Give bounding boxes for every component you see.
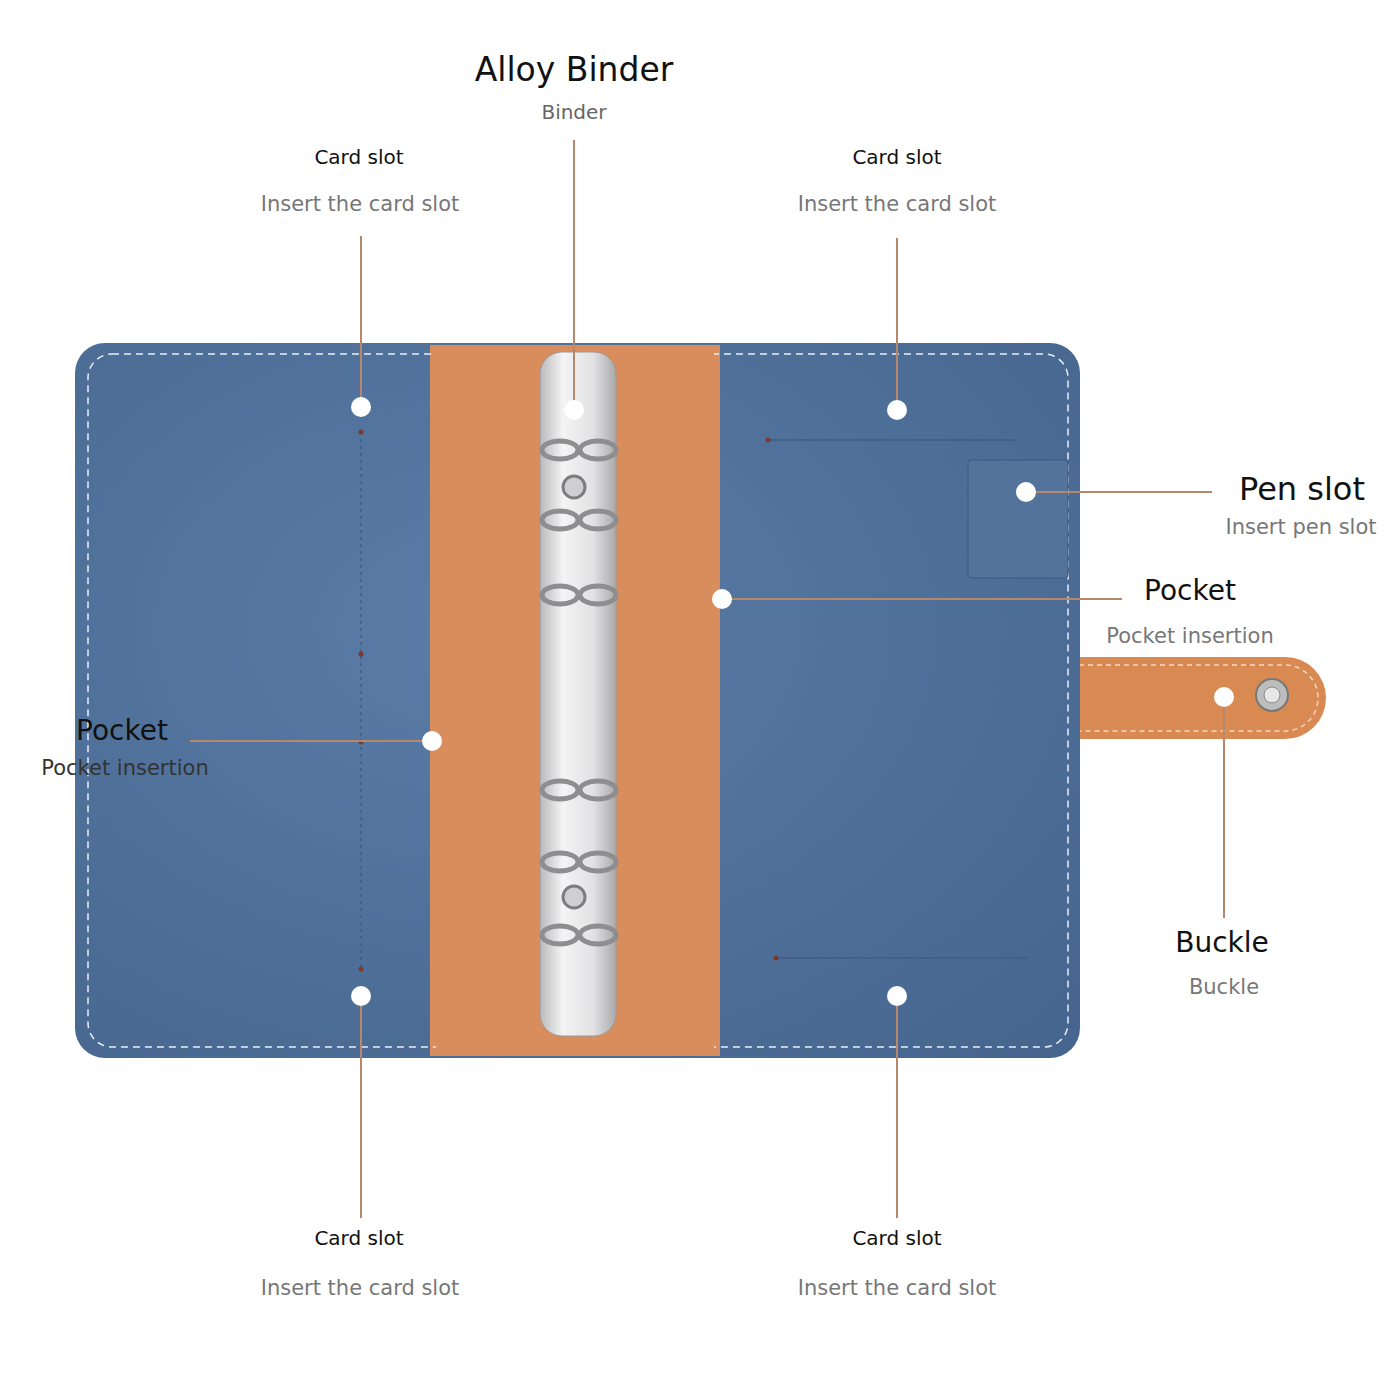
slit-line bbox=[768, 439, 1018, 441]
spine-panel bbox=[430, 345, 720, 1056]
callout-dot bbox=[351, 397, 1234, 1006]
slit-dot bbox=[359, 652, 364, 657]
part-name: Card slot bbox=[314, 1226, 403, 1250]
snap-button bbox=[1256, 679, 1288, 711]
part-subtitle: Binder bbox=[541, 100, 606, 124]
part-subtitle: Buckle bbox=[1189, 975, 1259, 1000]
part-subtitle: Insert the card slot bbox=[798, 1276, 997, 1301]
stitching bbox=[1070, 665, 1318, 731]
rivet bbox=[563, 476, 585, 498]
part-subtitle: Insert pen slot bbox=[1226, 515, 1377, 540]
pen-slot bbox=[968, 460, 1068, 578]
part-name: Pocket bbox=[1144, 574, 1236, 608]
part-subtitle: Insert the card slot bbox=[261, 1276, 460, 1301]
spine-panel bbox=[436, 345, 714, 1056]
part-name: Pen slot bbox=[1239, 470, 1365, 508]
part-subtitle: Pocket insertion bbox=[41, 756, 208, 781]
part-name: Card slot bbox=[852, 145, 941, 169]
slit-line bbox=[360, 432, 362, 970]
slit-line bbox=[776, 957, 1028, 959]
rivet bbox=[563, 886, 585, 908]
cover-panel bbox=[75, 343, 1080, 1058]
part-name: Card slot bbox=[314, 145, 403, 169]
slit-dot bbox=[766, 438, 771, 443]
part-name: Buckle bbox=[1175, 926, 1269, 960]
part-name: Card slot bbox=[852, 1226, 941, 1250]
part-subtitle: Insert the card slot bbox=[798, 192, 997, 217]
binder-rings bbox=[542, 441, 616, 944]
binder-bar bbox=[540, 352, 616, 1036]
part-subtitle: Insert the card slot bbox=[261, 192, 460, 217]
slit-dot bbox=[359, 967, 364, 972]
snap-button bbox=[1264, 687, 1280, 703]
part-name: Pocket bbox=[76, 714, 168, 748]
part-name: Alloy Binder bbox=[475, 50, 674, 90]
slit-dot bbox=[774, 956, 779, 961]
part-subtitle: Pocket insertion bbox=[1106, 624, 1273, 649]
leader-lines bbox=[190, 140, 1224, 1218]
buckle-strap bbox=[1060, 657, 1326, 739]
slit-dot bbox=[359, 430, 364, 435]
